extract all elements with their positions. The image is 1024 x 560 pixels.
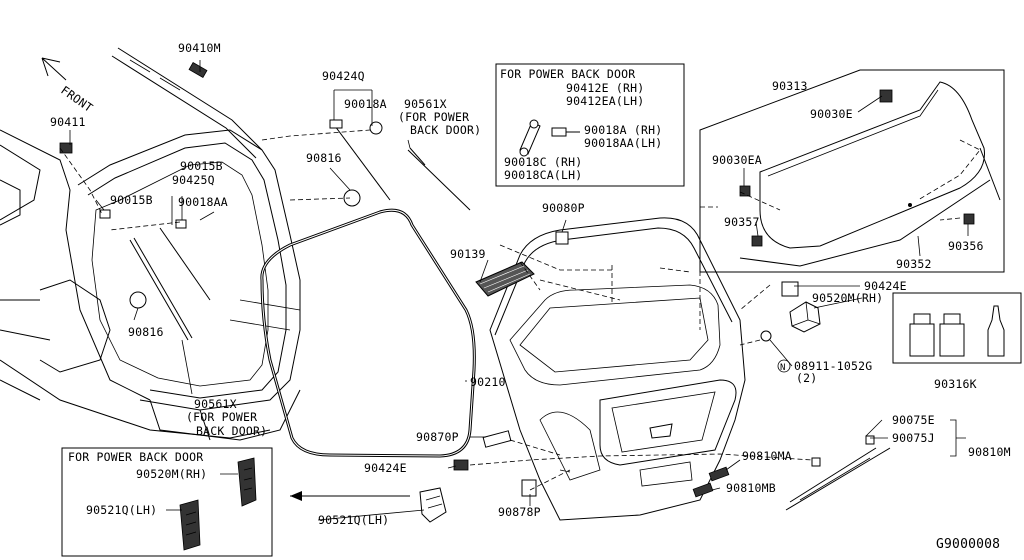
actuator-90520M [789, 301, 821, 333]
label-90520M-b: 90520M(RH) [136, 467, 207, 481]
svg-text:N: N [780, 363, 786, 373]
label-90075J: 90075J [892, 431, 935, 445]
label-90878P: 90878P [498, 505, 541, 519]
label-90561X-b3: BACK DOOR) [410, 123, 481, 137]
label-90080P: 90080P [542, 201, 585, 215]
moulding-90810M [785, 447, 891, 511]
hinge-bracket-90412E [519, 119, 580, 157]
closure-90521Q [419, 487, 447, 523]
label-90139: 90139 [450, 247, 486, 261]
front-arrow-icon [41, 57, 67, 81]
label-90018A-a: 90018A [344, 97, 387, 111]
label-90561X-a: 90561X [194, 397, 237, 411]
label-90424E-a: 90424E [864, 279, 907, 293]
label-90018A-b: 90018A (RH) [584, 123, 662, 137]
label-90015B-b: 90015B [110, 193, 153, 207]
label-90412EA: 90412EA(LH) [566, 94, 644, 108]
label-90018CA: 90018CA(LH) [504, 168, 582, 182]
diagram-code: G9000008 [936, 537, 1000, 552]
label-90313: 90313 [772, 79, 808, 93]
power-back-door-title-bottom: FOR POWER BACK DOOR [68, 450, 203, 464]
label-90018C: 90018C (RH) [504, 155, 582, 169]
vent-grille-90139 [475, 261, 535, 297]
power-back-door-title-top: FOR POWER BACK DOOR [500, 67, 635, 81]
fasteners [59, 61, 975, 498]
label-90520M-a: 90520M(RH) [812, 291, 883, 305]
label-90411: 90411 [50, 115, 86, 129]
label-08911-qty: (2) [796, 371, 817, 385]
label-90816-b: 90816 [306, 151, 342, 165]
label-90424E-b: 90424E [364, 461, 407, 475]
label-90561X-b2: (FOR POWER [398, 110, 469, 124]
label-90425Q: 90425Q [172, 173, 215, 187]
label-90210: 90210 [470, 375, 506, 389]
glass-box [699, 69, 1005, 273]
label-90810MB: 90810MB [726, 481, 776, 495]
label-90561X-a2: (FOR POWER [186, 410, 257, 424]
kit-box-90316K [892, 292, 1022, 364]
pointer-lines [69, 60, 969, 521]
label-90810M: 90810M [968, 445, 1011, 459]
bottle-icons [909, 305, 1005, 357]
vehicle-body-outline [0, 47, 301, 441]
label-90018AA-a: 90018AA [178, 195, 228, 209]
front-label: FRONT [58, 83, 95, 115]
label-90075E: 90075E [892, 413, 935, 427]
label-90521Q-a: 90521Q(LH) [318, 513, 389, 527]
back-door-panel [489, 217, 746, 521]
n-circle-icon: N [777, 359, 791, 373]
label-90810MA: 90810MA [742, 449, 792, 463]
bumper-90816-left [129, 291, 147, 309]
lift-support-struts [129, 121, 471, 341]
label-90870P: 90870P [416, 430, 459, 444]
rh-lh-parts-in-box [179, 457, 257, 551]
label-90316K: 90316K [934, 377, 977, 391]
label-90521Q-b: 90521Q(LH) [86, 503, 157, 517]
label-90030E: 90030E [810, 107, 853, 121]
power-back-door-box-top [495, 63, 685, 187]
arrow-to-box [290, 491, 410, 501]
label-90018AA-b: 90018AA(LH) [584, 136, 662, 150]
label-90412E: 90412E (RH) [566, 81, 644, 95]
label-90561X-b: 90561X [404, 97, 447, 111]
power-back-door-box-bottom [61, 447, 273, 557]
label-90816-a: 90816 [128, 325, 164, 339]
label-90015B-a: 90015B [180, 159, 223, 173]
label-90410M: 90410M [178, 41, 221, 55]
label-90030EA: 90030EA [712, 153, 762, 167]
weatherstrip-90210 [260, 208, 476, 458]
bumper-90816-right [343, 189, 361, 207]
label-90561X-a3: BACK DOOR) [196, 424, 267, 438]
label-90424Q: 90424Q [322, 69, 365, 83]
label-90357: 90357 [724, 215, 760, 229]
label-90352: 90352 [896, 257, 932, 271]
label-08911: 08911-1052G [794, 359, 872, 373]
label-90356: 90356 [948, 239, 984, 253]
